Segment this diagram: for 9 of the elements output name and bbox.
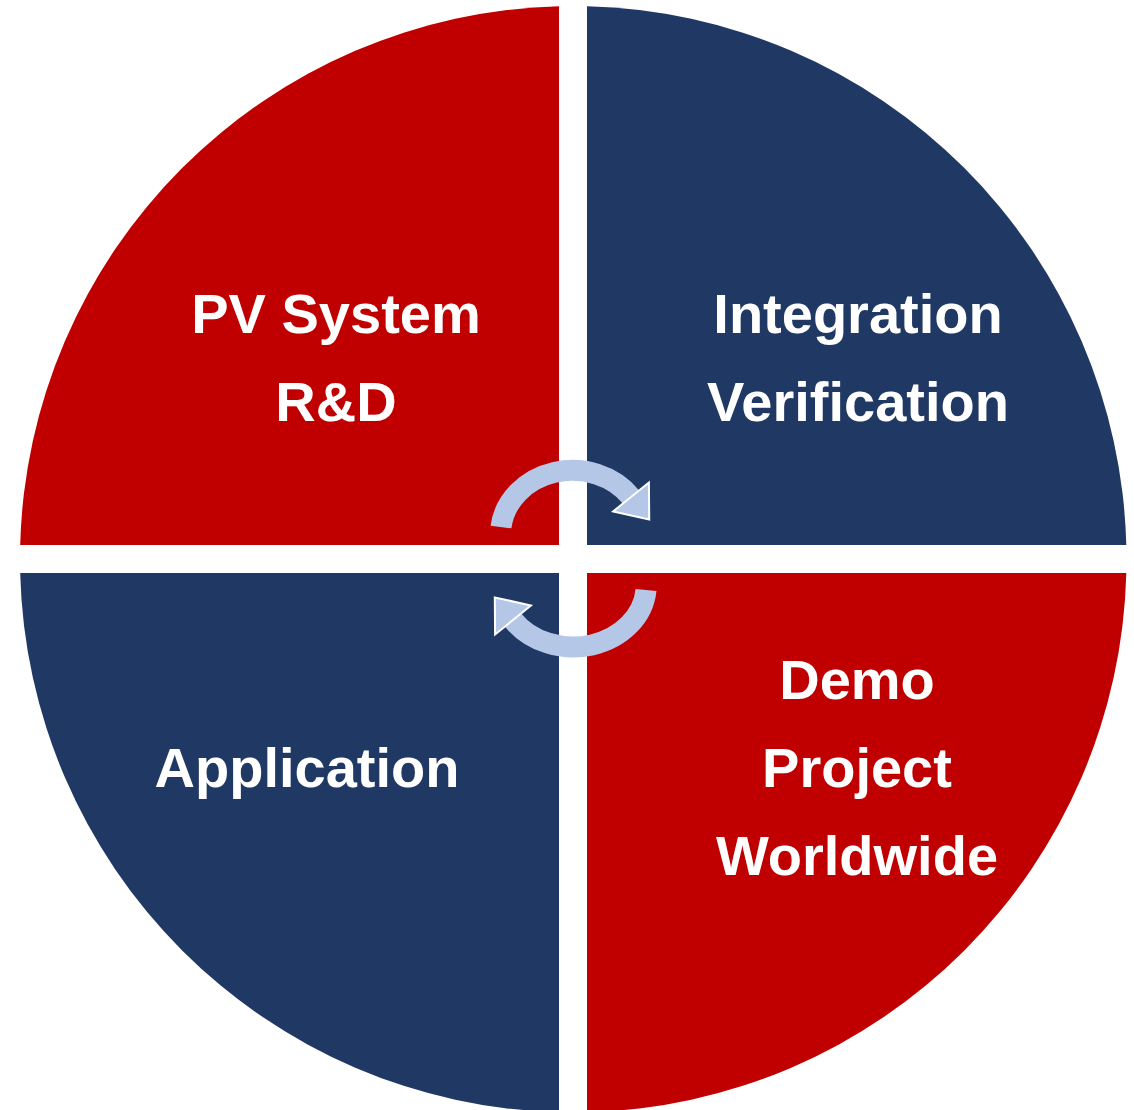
quadrant-segment [19, 5, 559, 545]
quadrant-label: Application [153, 735, 461, 801]
quadrant-label: Integration Verification [706, 281, 1010, 435]
quadrant-segment [587, 5, 1127, 545]
quadrant-label: PV System R&D [190, 281, 482, 435]
quadrant-segment [19, 573, 559, 1110]
quadrant-label: Demo Project Worldwide [714, 647, 1000, 889]
quadrant-segment [587, 573, 1127, 1110]
curved-arrow [492, 588, 657, 658]
